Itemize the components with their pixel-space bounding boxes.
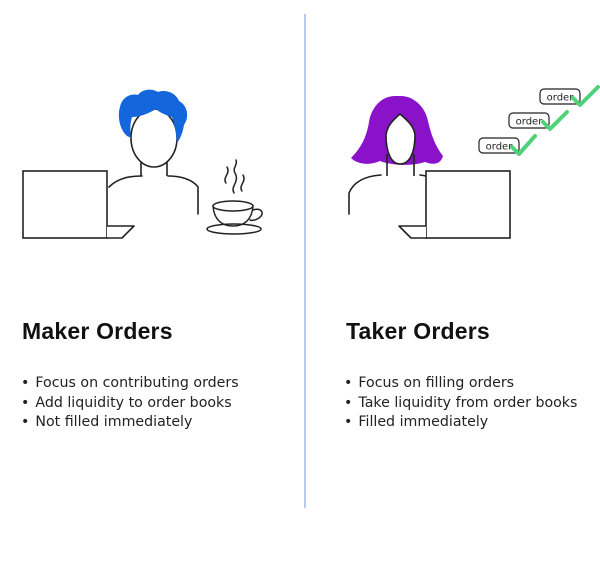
taker-bullet-item: Take liquidity from order books	[344, 394, 577, 414]
svg-text:order: order	[547, 93, 575, 104]
svg-text:order: order	[486, 142, 514, 153]
checkmark-icon	[571, 85, 600, 107]
order-tag-icon: order	[478, 137, 520, 154]
maker-person-icon	[108, 89, 199, 215]
taker-bullet-list: Focus on filling orders Take liquidity f…	[344, 374, 577, 433]
center-divider	[304, 14, 306, 508]
maker-bullet-item: Add liquidity to order books	[21, 394, 239, 414]
svg-text:order: order	[516, 117, 544, 128]
checkmark-icon	[541, 110, 569, 131]
maker-bullet-item: Focus on contributing orders	[21, 374, 238, 394]
maker-hair	[118, 89, 188, 143]
maker-title: Maker Orders	[22, 318, 173, 344]
order-tag-icon: order	[508, 112, 550, 129]
coffee-cup-icon	[206, 159, 263, 235]
taker-bullet-item: Filled immediately	[344, 413, 577, 433]
maker-illustration	[22, 89, 263, 239]
taker-title: Taker Orders	[346, 318, 490, 344]
taker-bullet-item: Focus on filling orders	[344, 374, 577, 394]
maker-panel: Maker Orders Focus on contributing order…	[0, 0, 300, 570]
taker-laptop-icon	[398, 170, 511, 239]
maker-bullet-item: Not filled immediately	[21, 413, 239, 433]
taker-panel: order order order Taker Orders Focus on …	[306, 0, 600, 570]
taker-illustration: order order order	[348, 85, 600, 239]
checkmark-icon	[510, 134, 537, 156]
maker-bullet-list: Focus on contributing orders Add liquidi…	[21, 374, 239, 433]
order-tag-icon: order	[539, 88, 581, 105]
maker-laptop-icon	[22, 170, 135, 239]
